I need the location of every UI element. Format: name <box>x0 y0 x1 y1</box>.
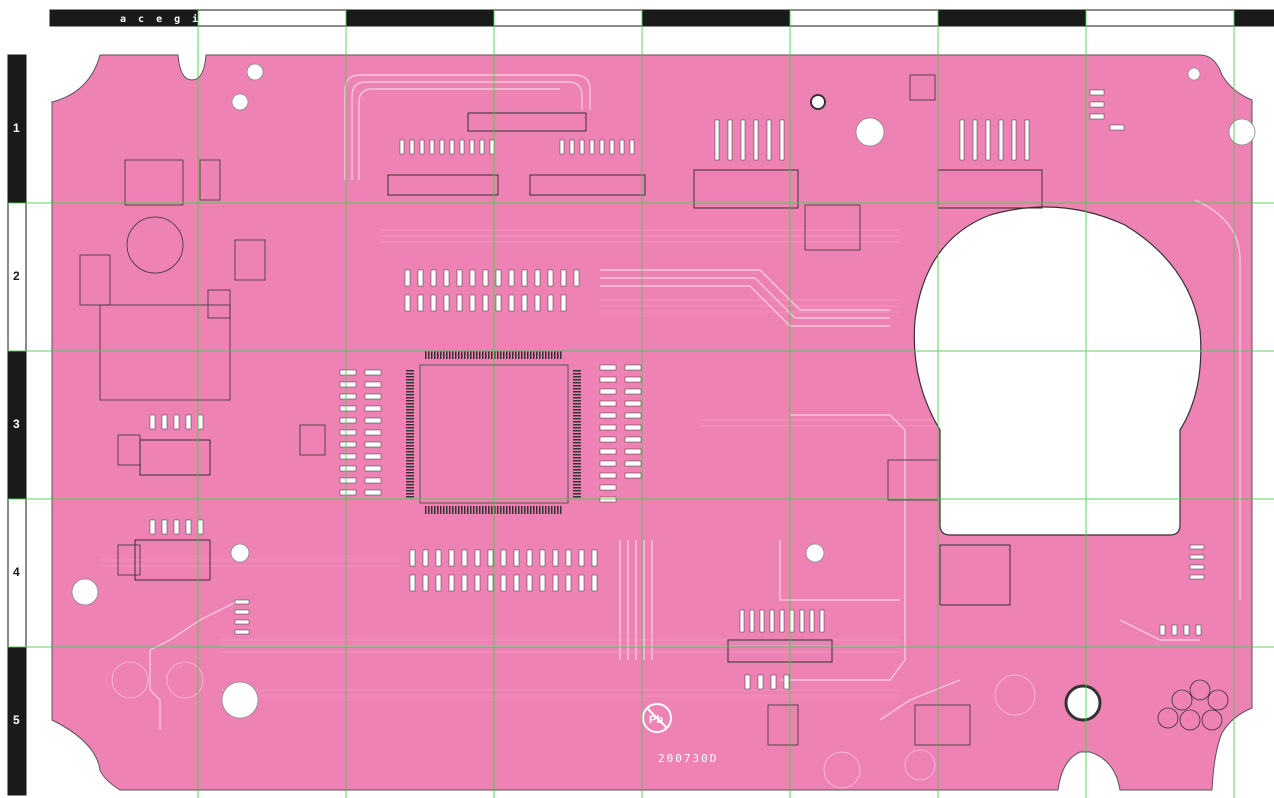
row-label-3: 3 <box>13 417 20 431</box>
component-pads <box>149 89 1205 690</box>
pad-cluster-below-ic <box>409 549 598 592</box>
grid-lines <box>8 10 1274 798</box>
pad-cluster-above-ic <box>404 269 580 312</box>
row-label-4: 4 <box>13 565 20 579</box>
row-label-1: 1 <box>13 121 20 135</box>
pad-cluster-left-ic <box>339 369 382 496</box>
pad-cluster-left-side <box>149 414 250 635</box>
left-ruler: 1 2 3 4 5 <box>7 54 27 796</box>
pad-cluster-connectors-top-right <box>714 119 1030 161</box>
pad-cluster-right-side <box>1089 89 1205 636</box>
lead-free-mark: Pb <box>642 703 672 733</box>
battery-cutout <box>913 206 1202 536</box>
mounting-holes <box>71 63 1256 789</box>
pad-cluster-bottom-connector <box>739 609 825 690</box>
row-label-5: 5 <box>13 713 20 727</box>
board-code-label: 200730D <box>658 752 718 765</box>
pad-cluster-top-left <box>399 139 635 155</box>
lead-free-label: Pb <box>649 714 663 726</box>
row-label-2: 2 <box>13 269 20 283</box>
top-ruler: a c e g i <box>49 9 1274 27</box>
top-ruler-label: a c e g i <box>120 13 201 25</box>
small-components <box>79 74 1229 746</box>
